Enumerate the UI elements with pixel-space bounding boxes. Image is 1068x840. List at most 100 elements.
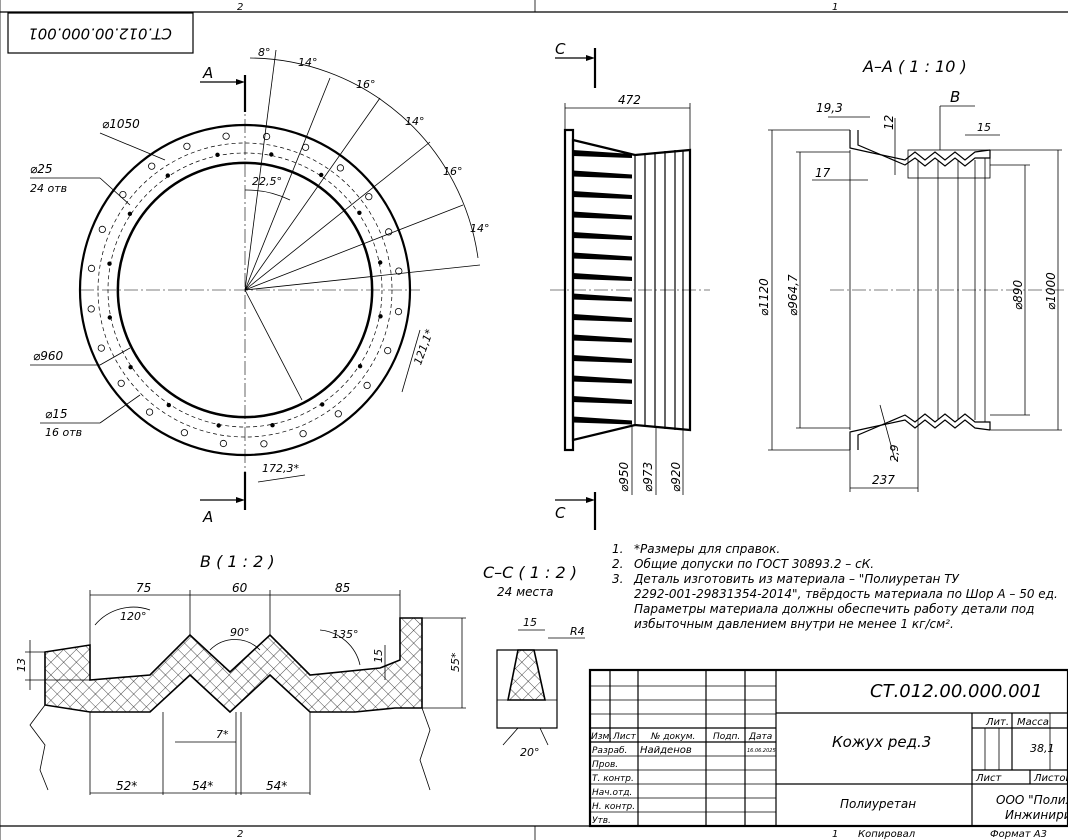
rib [573,191,632,199]
dim-d25-count: 24 отв [30,182,67,195]
section-mark-a-bottom: А [202,508,213,526]
dim-d1120: ⌀1120 [757,278,771,316]
rib [573,211,632,220]
section-aa-title: А–А ( 1 : 10 ) [862,57,967,76]
section-cc-subtitle: 24 места [497,585,553,599]
zone-top-left: 2 [237,2,243,13]
dim-d1050: ⌀1050 [102,117,140,131]
bolt-hole [222,132,230,140]
rotated-designation: СТ.012.00.000.001 [28,25,172,43]
small-hole [128,365,133,370]
bolt-hole [334,410,342,418]
tb-row-razrab: Разраб. [592,746,627,756]
small-hole [216,423,221,428]
tb-col-sign: Подп. [713,732,740,742]
dim-ang14a: 14° [298,56,318,69]
dim-b7: 7* [216,728,229,741]
format-label: Формат А3 [990,829,1047,840]
bolt-hole [183,142,191,150]
note-num-2: 2. [612,557,623,571]
rib [573,314,632,322]
dim-b90: 90° [230,626,250,639]
dim-b54b: 54* [266,779,287,793]
title-block: Изм. Лист № докум. Подп. Дата Разраб. На… [588,668,1068,828]
dim-d15: ⌀15 [45,407,68,421]
dim-b15: 15 [372,649,385,663]
small-hole [107,315,113,320]
rib [573,396,632,404]
tb-mass-value: 38,1 [1030,742,1055,755]
tb-company-2: Инжинирин [1005,808,1068,822]
dim-d920: ⌀920 [669,462,683,492]
bolt-hole [385,228,393,236]
small-hole [319,172,324,178]
tb-sheet-label: Лист [975,773,1003,784]
dim-d15-count: 16 отв [45,426,82,439]
dim-d1000: ⌀1000 [1044,272,1058,310]
small-hole [378,260,383,265]
rib [573,355,632,363]
bolt-hole [180,429,188,437]
section-mark-a-top: А [202,64,213,82]
dim-b60: 60 [232,581,248,595]
dim-b52: 52* [116,779,137,793]
bolt-hole [262,132,271,141]
rib [573,375,632,384]
dim-d25: ⌀25 [30,162,53,176]
bolt-hole [260,440,268,448]
note-text-2: Общие допуски по ГОСТ 30893.2 – сК. [634,557,874,571]
bolt-hole [395,267,403,275]
dim-ang14b: 14° [405,115,425,128]
notes: 1. *Размеры для справок. 2. Общие допуск… [612,542,1058,631]
section-mark-c-top: С [555,40,566,58]
dim-d237: 237 [872,473,895,487]
dim-d15-aa: 15 [977,121,991,134]
note-text-1: *Размеры для справок. [634,542,780,556]
small-hole [320,402,325,407]
tb-company-1: ООО "Полих [996,793,1068,807]
dim-d12: 12 [882,115,896,130]
rotated-designation-box: СТ.012.00.000.001 [7,12,194,54]
dim-d890: ⌀890 [1011,280,1025,310]
rib [573,416,632,425]
small-hole [165,173,170,178]
rib [573,293,632,302]
small-hole [357,210,362,215]
rib [573,252,632,261]
small-hole [107,261,112,266]
tb-lit-label: Лит. [985,717,1009,728]
dim-d964-7: ⌀964,7 [786,274,800,316]
note-text-4: 2292-001-29831354-2014", твёрдость матер… [634,587,1058,601]
tb-row-tkontr: Т. контр. [592,774,634,784]
tb-row-nachotd: Нач.отд. [592,788,632,798]
tb-row-prov: Пров. [592,760,618,770]
bolt-hole [394,307,403,316]
front-view: А А ⌀1050 ⌀25 24 отв ⌀960 ⌀15 16 отв 8° [30,46,490,526]
small-hole [269,152,274,157]
dim-b135: 135° [332,628,359,641]
section-mark-c-bottom: С [555,504,566,522]
tb-developer: Найденов [640,745,692,756]
note-text-3: Деталь изготовить из материала – "Полиур… [633,572,960,586]
rib [573,334,632,343]
dim-ang16a: 16° [356,78,376,91]
bolt-hole [117,379,125,387]
dim-d19-3: 19,3 [816,101,843,115]
zone-top-right: 1 [832,2,838,13]
bolt-hole [87,264,96,272]
dim-d973: ⌀973 [641,462,655,492]
dim-b85: 85 [335,581,350,595]
dim-ang16b: 16° [443,165,463,178]
dim-ang8: 8° [258,46,271,59]
detail-b: В ( 1 : 2 ) 75 60 85 120° 90° 135° [15,552,466,795]
rib [573,150,632,158]
bolt-hole [384,346,392,355]
detail-b-title: В ( 1 : 2 ) [200,552,275,571]
section-cc: С–С ( 1 : 2 ) 24 места 15 R4 20° [483,563,585,759]
note-num-1: 1. [612,542,623,556]
dim-c15: 15 [523,616,537,629]
bolt-hole [119,191,127,199]
dim-d2-9: 2,9 [888,445,901,463]
